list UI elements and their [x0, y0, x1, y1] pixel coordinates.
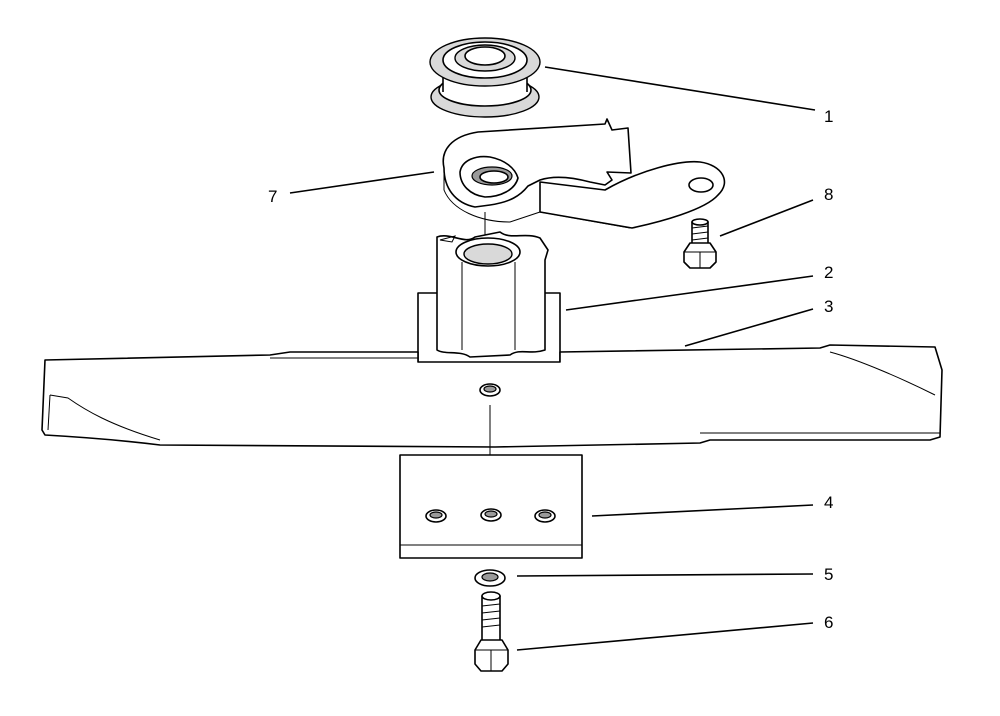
leader-line-4	[591, 504, 814, 517]
callout-5: 5	[824, 565, 833, 584]
leader-line-6	[516, 622, 814, 651]
blade-bolt-part	[474, 591, 509, 672]
callout-7: 7	[268, 187, 277, 206]
leader-line-8	[719, 199, 814, 237]
small-bolt-part	[683, 218, 717, 269]
callout-2: 2	[824, 263, 833, 282]
leader-lines	[289, 66, 816, 651]
stiffener-plate-part	[399, 454, 583, 559]
leader-line-2	[565, 275, 814, 311]
mower-blade-part	[41, 344, 943, 500]
callout-6: 6	[824, 613, 833, 632]
callout-3: 3	[824, 297, 833, 316]
leader-line-5	[516, 573, 814, 577]
callout-1: 1	[824, 107, 833, 126]
leader-line-3	[684, 308, 814, 347]
callout-labels: 1 2 3 4 5 6 7 8	[268, 107, 833, 632]
leader-line-7	[289, 171, 435, 194]
callout-8: 8	[824, 185, 833, 204]
callout-4: 4	[824, 493, 833, 512]
pulley-part	[429, 37, 541, 118]
idler-arm-part	[442, 118, 726, 270]
washer-part	[474, 569, 506, 587]
blade-adapter-part	[417, 231, 561, 376]
leader-line-1	[544, 66, 816, 111]
